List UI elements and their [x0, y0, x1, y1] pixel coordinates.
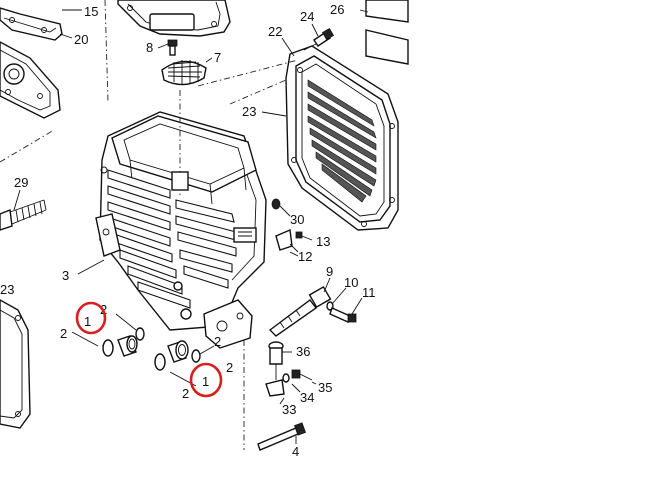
top-left-cover [0, 7, 63, 119]
label-12: 12 [298, 249, 312, 264]
strainer [161, 60, 207, 86]
label-23-right: 23 [242, 104, 256, 119]
label-2-lower-left: 2 [60, 326, 67, 341]
bolt-24 [303, 27, 335, 51]
bolt-4 [257, 422, 306, 451]
label-plates-26 [365, 0, 409, 65]
label-8: 8 [146, 40, 153, 55]
screw-13 [295, 231, 313, 241]
bolt-35 [291, 369, 313, 381]
bolt-29 [0, 199, 47, 231]
label-33: 33 [282, 402, 296, 417]
bottom-left-cover [0, 299, 31, 429]
center-line [0, 129, 55, 163]
top-gasket [117, 0, 231, 37]
label-7: 7 [214, 50, 221, 65]
label-22: 22 [268, 24, 282, 39]
label-34: 34 [300, 390, 314, 405]
center-line [104, 0, 109, 103]
label-1-right: 1 [202, 374, 209, 389]
washer-34 [282, 373, 290, 383]
label-24: 24 [300, 9, 314, 24]
side-cover [285, 45, 399, 231]
label-30: 30 [290, 212, 304, 227]
label-11: 11 [362, 285, 376, 300]
bolt-11 [329, 307, 357, 323]
washer-30 [271, 198, 291, 217]
label-2-mid-right: 2 [226, 360, 233, 375]
bolt-8 [167, 39, 178, 56]
center-line [197, 59, 299, 87]
label-15: 15 [84, 4, 98, 19]
bracket-33 [265, 379, 285, 397]
label-10: 10 [344, 275, 358, 290]
label-35: 35 [318, 380, 332, 395]
fitting-left [102, 327, 145, 357]
sensor-9 [268, 285, 332, 337]
center-line [229, 79, 287, 105]
label-20: 20 [74, 32, 88, 47]
leader-lines [13, 9, 369, 444]
label-36: 36 [296, 344, 310, 359]
label-23-left: 23 [0, 282, 14, 297]
label-29: 29 [14, 175, 28, 190]
label-3: 3 [62, 268, 69, 283]
highlight-circle-left [75, 301, 107, 335]
label-26: 26 [330, 2, 344, 17]
label-1-left: 1 [84, 314, 91, 329]
plug-36 [268, 341, 284, 380]
label-2-lower-right: 2 [182, 386, 189, 401]
highlight-circle-right [189, 362, 223, 398]
fitting-right [154, 340, 201, 371]
bracket-12 [275, 228, 299, 253]
label-9: 9 [326, 264, 333, 279]
label-2-upper-right: 2 [214, 334, 221, 349]
label-4: 4 [292, 444, 299, 459]
label-13: 13 [316, 234, 330, 249]
valve-body [95, 90, 267, 349]
